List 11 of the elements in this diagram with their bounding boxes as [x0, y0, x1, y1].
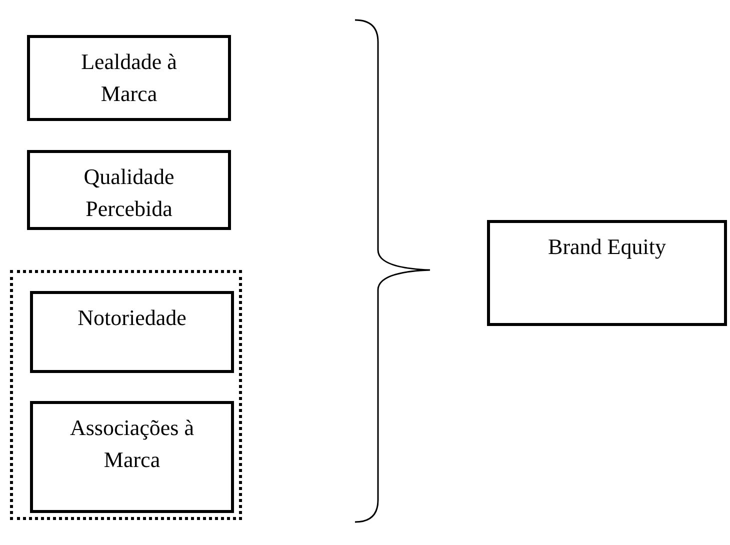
text-box — [487, 220, 727, 326]
box-label: Brand Equity — [547, 233, 667, 261]
dotted-group-box — [10, 270, 242, 520]
text-box — [27, 150, 231, 230]
text-box — [27, 35, 231, 121]
box-label: Lealdade à Marca — [80, 48, 178, 108]
text-box — [30, 291, 234, 373]
text-box — [30, 401, 234, 513]
box-label: Notoriedade — [76, 304, 188, 332]
box-label: Qualidade Percebida — [82, 163, 176, 223]
box-label: Associações à Marca — [68, 414, 195, 474]
